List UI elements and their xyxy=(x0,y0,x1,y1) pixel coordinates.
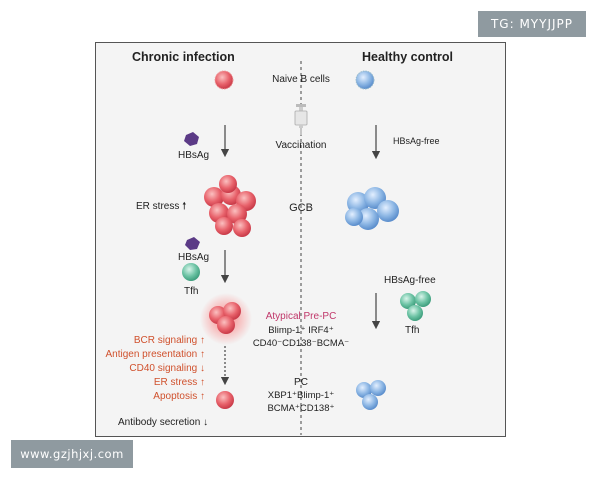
label-pc-markers-1: XBP1⁺Blimp-1⁺ xyxy=(267,390,335,401)
label-hbsag-free-2: HBsAg-free xyxy=(384,275,436,286)
up-arrow-icon: 🠕 xyxy=(182,201,187,212)
label-cd40-signaling: CD40 signaling ↓ xyxy=(129,363,205,374)
label-gcb: GCB xyxy=(289,202,313,214)
header-chronic-infection: Chronic infection xyxy=(132,50,235,64)
label-er-stress-2: ER stress ↑ xyxy=(153,377,205,388)
atypical-pre-pc-cell-icon xyxy=(200,293,252,345)
label-apoptosis: Apoptosis ↑ xyxy=(153,391,205,402)
naive-b-cell-red-icon xyxy=(214,70,234,90)
label-antigen-presentation: Antigen presentation ↑ xyxy=(105,349,205,360)
diagram-panel: Chronic infection Healthy control Naive … xyxy=(95,42,506,437)
label-bcr-signaling: BCR signaling ↑ xyxy=(133,335,205,346)
up-arrow-icon: ↑ xyxy=(200,391,205,402)
label-hbsag-2: HBsAg xyxy=(178,252,210,263)
pc-cluster-blue-icon xyxy=(356,380,386,410)
label-pre-pc-markers-2: CD40⁻CD138⁻BCMA⁻ xyxy=(252,338,350,349)
watermark-top: TG: MYYJJPP xyxy=(478,11,586,37)
label-vaccination: Vaccination xyxy=(275,140,327,151)
gcb-cluster-red-icon xyxy=(204,175,256,237)
naive-b-cell-blue-icon xyxy=(355,70,375,90)
up-arrow-icon: ↑ xyxy=(200,349,205,360)
gcb-cluster-blue-icon xyxy=(345,187,399,230)
label-hbsag-free-1: HBsAg-free xyxy=(393,136,440,146)
watermark-bottom: www.gzjhjxj.com xyxy=(11,440,133,468)
tfh-cluster-green-icon xyxy=(400,291,431,321)
label-tfh-left: Tfh xyxy=(184,286,199,297)
diagram-graphics xyxy=(182,61,431,435)
header-healthy-control: Healthy control xyxy=(362,50,453,64)
tfh-cell-green-icon xyxy=(182,263,200,281)
label-atypical-pre-pc: Atypical Pre-PC xyxy=(265,311,337,322)
hbsag-icon-2 xyxy=(185,237,200,250)
label-hbsag-1: HBsAg xyxy=(178,150,210,161)
up-arrow-icon: ↑ xyxy=(200,335,205,346)
label-pre-pc-markers-1: Blimp-1⁺ IRF4⁺ xyxy=(268,325,334,336)
pc-cell-red-icon xyxy=(216,391,234,409)
label-er-stress: ER stress 🠕 xyxy=(136,201,187,212)
label-antibody-secretion: Antibody secretion ↓ xyxy=(118,417,209,428)
down-arrow-icon: ↓ xyxy=(200,363,205,374)
down-arrow-icon: ↓ xyxy=(203,417,209,428)
label-pc-markers-2: BCMA⁺CD138⁺ xyxy=(267,403,335,414)
hbsag-icon xyxy=(184,132,199,146)
up-arrow-icon: ↑ xyxy=(200,377,205,388)
syringe-icon xyxy=(294,104,308,135)
label-pc: PC xyxy=(294,377,308,388)
label-tfh-right: Tfh xyxy=(405,325,420,336)
label-naive-b-cells: Naive B cells xyxy=(272,74,330,85)
